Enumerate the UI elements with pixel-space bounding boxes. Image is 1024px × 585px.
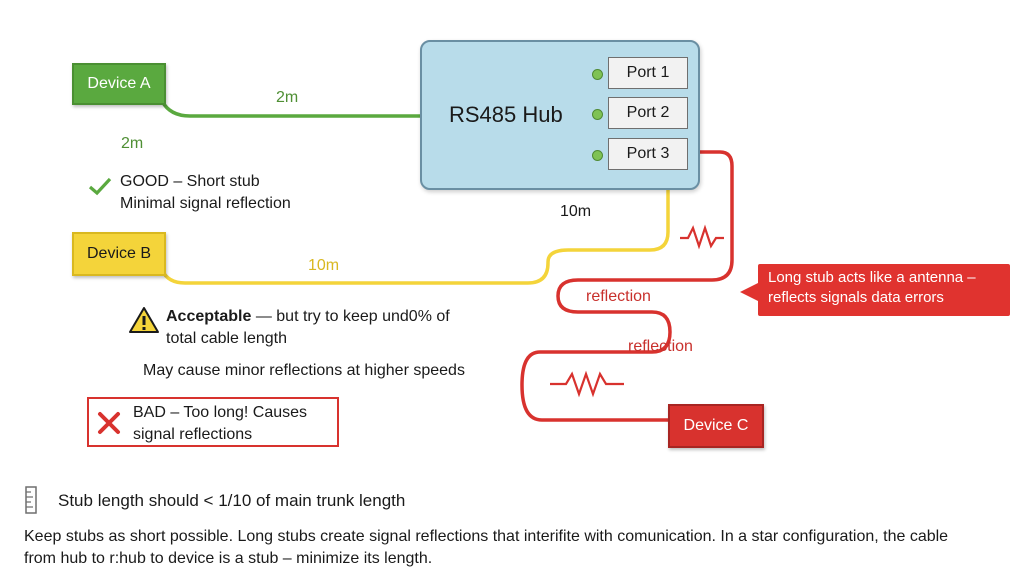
good-note-line2: Minimal signal reflection [120,195,291,212]
acceptable-note: Acceptable — but try to keep und0% of to… [166,306,450,350]
ruler-icon [25,486,37,514]
acceptable-subnote: May cause minor reflections at higher sp… [143,362,465,379]
warning-icon [129,307,159,333]
hub-title: RS485 Hub [449,102,563,127]
device-a: Device A [72,63,166,105]
footer-text: Keep stubs as short possible. Long stubs… [24,526,1014,570]
footer-line1: Keep stubs as short possible. Long stubs… [24,528,949,545]
device-b: Device B [72,232,166,276]
stub-length-rule: Stub length should < 1/10 of main trunk … [58,491,406,510]
callout-line1: Long stub acts like a antenna – [768,269,976,286]
reflection-zigzag-2 [550,370,624,398]
antenna-callout: Long stub acts like a antenna – reflects… [758,264,1010,316]
good-note: GOOD – Short stub Minimal signal reflect… [120,171,291,215]
port-2: Port 2 [608,97,688,129]
red-wire [520,150,734,422]
good-note-line1: GOOD – Short stub [120,173,260,190]
acceptable-line2: total cable length [166,330,287,347]
bad-note-line1: BAD – Too long! Causes [133,404,308,421]
rs485-hub: RS485 Hub Port 1 Port 2 Port 3 [420,40,700,190]
stub-a-length: 2m [121,135,144,152]
port-3: Port 3 [608,138,688,170]
port-3-led [592,150,603,161]
acceptable-bold: Acceptable [166,308,252,325]
bad-note: BAD – Too long! Causes signal reflection… [133,402,307,446]
callout-pointer [740,282,760,302]
check-icon [88,177,112,196]
device-c: Device C [668,404,764,448]
acceptable-line1: — but try to keep und0% of [251,308,450,325]
reflection-label-2: reflection [628,338,693,355]
port-1-led [592,69,603,80]
bad-note-box: BAD – Too long! Causes signal reflection… [87,397,339,447]
callout-line2: reflects signals data errors [768,289,944,306]
bad-note-line2: signal reflections [133,426,253,443]
reflection-zigzag-1 [680,224,724,250]
reflection-label-1: reflection [586,288,651,305]
x-icon [98,412,120,434]
port-2-led [592,109,603,120]
footer-line2: from hub to r:hub to device is a stub – … [24,550,433,567]
trunk-a-length: 2m [276,89,299,106]
port-1: Port 1 [608,57,688,89]
trunk-b-length: 10m [560,203,592,220]
stub-b-length: 10m [308,257,340,274]
yellow-wire [160,178,670,285]
